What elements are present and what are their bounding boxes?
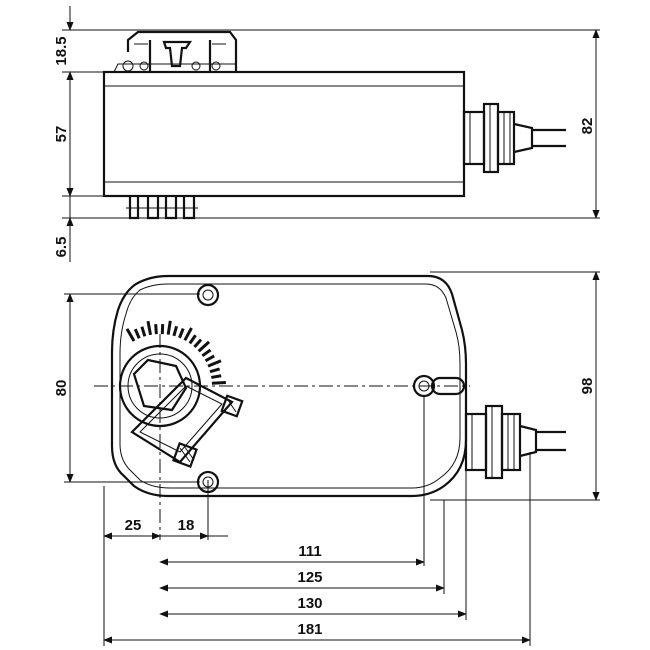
scale-tick [211,381,226,385]
front-housing [110,274,468,498]
dim-total-height-side: 82 [579,118,596,135]
scale-tick [204,354,215,363]
scale-tick [193,338,203,349]
dim-total-height-front: 98 [579,378,596,395]
scale-tick [197,340,211,353]
dim-bottom-offset: 6.5 [53,237,70,258]
scale-tick [166,320,172,335]
scale-tick [172,325,179,337]
scale-tick [183,327,193,342]
scale-tick [154,324,158,335]
dim-shaft-offset: 25 [125,517,142,534]
scale-tick [188,334,197,345]
front-angle-scale [125,320,226,385]
scale-tick [178,327,185,339]
dim-hole-spacing: 80 [53,380,70,397]
dim-body-height: 57 [53,126,70,143]
scale-tick [133,328,141,339]
dim-body-length: 125 [297,569,322,586]
dim-top-offset: 18.5 [53,36,70,65]
side-cable-gland [462,102,566,174]
scale-tick [146,320,152,336]
front-cable-gland [464,404,566,480]
front-view: 80 98 25 18 111 125 130 181 [53,271,600,646]
scale-tick [211,374,222,379]
scale-tick [125,328,136,342]
front-shaft-adapter [118,344,244,468]
side-housing [102,70,466,198]
side-clamp [113,30,238,73]
dim-slot-distance: 111 [298,543,321,560]
dim-total-length: 181 [297,621,322,638]
side-bottom-feet [126,196,198,220]
scale-tick [201,348,212,358]
scale-tick [209,367,221,374]
scale-tick [207,359,222,368]
side-view: 18.5 57 6.5 82 [53,6,600,262]
dim-hole-offset: 18 [178,517,195,534]
scale-tick [140,326,147,337]
dim-gland-distance: 130 [297,595,322,612]
